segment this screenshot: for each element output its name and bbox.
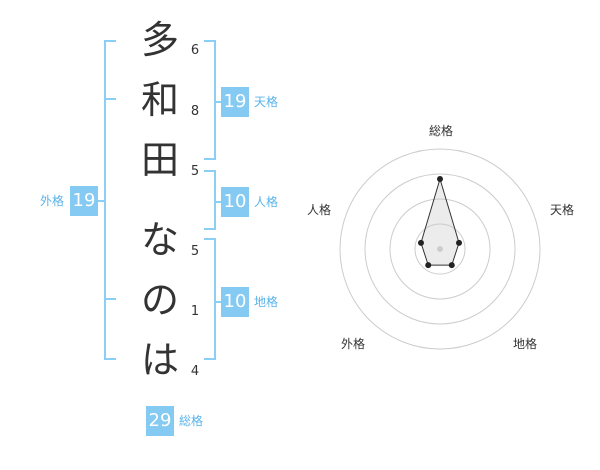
stroke-count-1: 6 — [190, 43, 200, 58]
stroke-count-2: 8 — [190, 104, 200, 119]
radar-label-jin: 人格 — [306, 203, 331, 217]
chi-label: 地格 — [254, 295, 279, 309]
jin-label: 人格 — [254, 195, 279, 209]
stroke-count-6: 4 — [190, 364, 200, 379]
radar-label-sou: 総格 — [428, 124, 453, 138]
stroke-count-3: 5 — [190, 164, 200, 179]
radar-ring — [364, 173, 516, 325]
radar-ring — [339, 148, 541, 350]
jin-value-badge: 10 — [221, 187, 249, 217]
name-char-4: な — [140, 218, 179, 262]
ten-value-badge: 19 — [221, 87, 249, 117]
name-char-3: 田 — [140, 138, 179, 182]
radar-point-3 — [425, 262, 432, 269]
radar-point-1 — [456, 239, 463, 246]
radar-ring — [389, 198, 491, 300]
radar-label-gai: 外格 — [340, 337, 365, 351]
name-char-2: 和 — [140, 78, 179, 122]
gai-label: 外格 — [40, 194, 65, 208]
stroke-count-4: 5 — [190, 244, 200, 259]
ten-label: 天格 — [254, 95, 279, 109]
gai-value-badge: 19 — [70, 186, 98, 216]
radar-center — [437, 246, 443, 252]
radar-point-2 — [448, 262, 455, 269]
name-char-1: 多 — [140, 18, 179, 62]
name-char-6: は — [140, 338, 179, 382]
radar-series-area — [420, 177, 460, 266]
stroke-count-5: 1 — [190, 304, 200, 319]
name-char-5: の — [140, 278, 179, 322]
radar-point-0 — [437, 176, 443, 182]
sou-label: 総格 — [179, 414, 204, 428]
radar-point-4 — [417, 239, 424, 246]
radar-label-chi: 地格 — [512, 337, 537, 351]
chi-value-badge: 10 — [221, 287, 249, 317]
radar-label-ten: 天格 — [549, 203, 574, 217]
sou-value-badge: 29 — [146, 406, 174, 436]
radar-ring — [414, 223, 466, 275]
